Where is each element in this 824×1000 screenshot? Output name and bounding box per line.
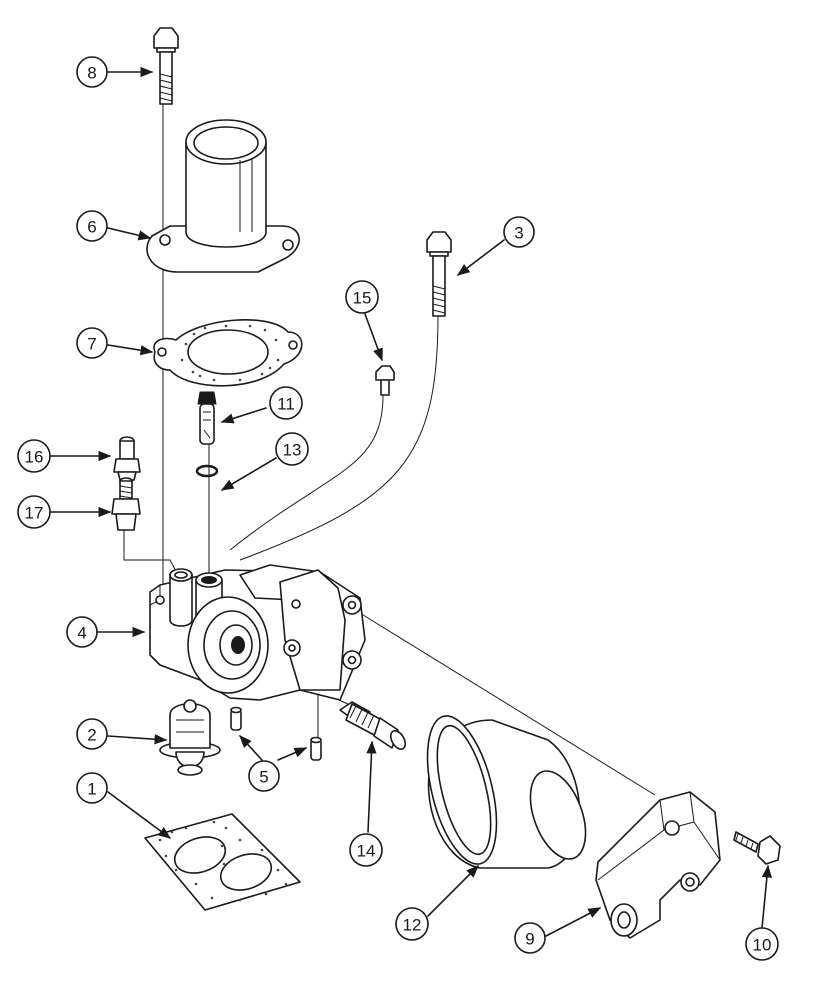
part-12-filter (426, 715, 587, 869)
callout-17: 17 (17, 495, 51, 529)
callout-4: 4 (66, 616, 98, 648)
callout-13: 13 (275, 432, 309, 466)
part-8-bolt (153, 27, 179, 105)
part-10-bolt (733, 831, 781, 865)
callout-5-label: 5 (259, 768, 268, 787)
callout-1: 1 (76, 772, 108, 804)
part-15-small-bolt (375, 365, 395, 396)
callout-6-label: 6 (87, 218, 96, 237)
part-5-dowel-pins (230, 706, 322, 761)
callout-15: 15 (345, 280, 379, 314)
callout-3: 3 (503, 216, 535, 248)
callout-9: 9 (514, 922, 546, 954)
callout-8-label: 8 (87, 64, 96, 83)
callout-12-label: 12 (403, 916, 422, 935)
callout-15-label: 15 (353, 289, 372, 308)
part-7-gasket (153, 319, 303, 387)
callout-12: 12 (395, 907, 429, 941)
callout-5: 5 (248, 760, 280, 792)
part-3-bolt (426, 231, 452, 317)
part-4-housing (149, 564, 366, 701)
part-2-thermostat (159, 699, 221, 776)
callout-2-label: 2 (87, 726, 96, 745)
callout-8: 8 (76, 56, 108, 88)
part-17-fitting (111, 477, 141, 531)
callout-2: 2 (76, 718, 108, 750)
callout-9-label: 9 (525, 930, 534, 949)
part-9-bracket (595, 791, 721, 939)
callout-6: 6 (76, 210, 108, 242)
callout-11: 11 (269, 386, 303, 420)
part-13-o-ring (195, 464, 219, 478)
callout-10: 10 (745, 927, 779, 961)
part-11-sensor (197, 391, 217, 445)
callout-11-label: 11 (277, 395, 295, 414)
part-1-gasket (144, 813, 301, 911)
callout-14: 14 (349, 833, 383, 867)
callout-16: 16 (17, 439, 51, 473)
leader-arrows (47, 66, 772, 937)
callout-3-label: 3 (514, 224, 523, 243)
callout-17-label: 17 (25, 504, 44, 523)
callout-10-label: 10 (753, 936, 772, 955)
callout-7-label: 7 (87, 335, 96, 354)
callout-14-label: 14 (357, 842, 376, 861)
callout-1-label: 1 (87, 780, 96, 799)
part-14-adapter (339, 701, 407, 750)
callout-7: 7 (76, 327, 108, 359)
callout-13-label: 13 (283, 441, 302, 460)
callout-4-label: 4 (77, 624, 86, 643)
callout-16-label: 16 (25, 448, 44, 467)
part-6-outlet-pipe (146, 119, 300, 273)
part-16-fitting (113, 436, 141, 481)
